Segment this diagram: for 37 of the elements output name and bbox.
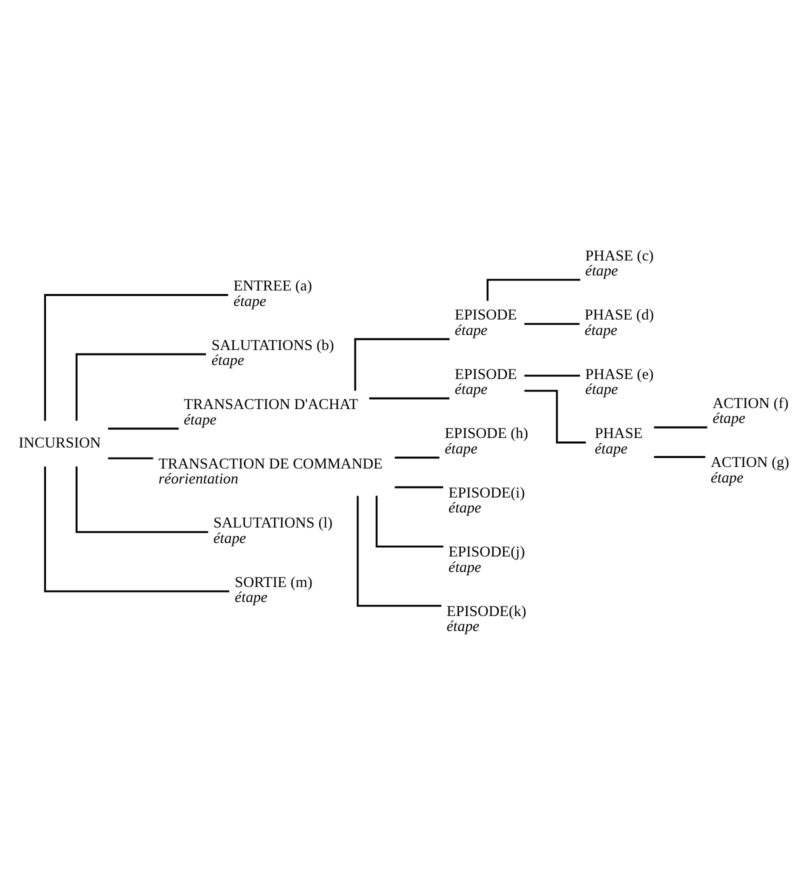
connector — [44, 294, 228, 421]
node-text: PHASE (e) étape — [585, 366, 654, 398]
connector — [356, 496, 442, 607]
node-text: ACTION (g) étape — [710, 455, 790, 486]
node-text: INCURSION — [18, 436, 101, 452]
connector — [654, 426, 708, 428]
connector — [524, 390, 586, 444]
node-text: EPISODE étape — [454, 308, 517, 339]
node-text: SORTIE (m) étape — [234, 574, 312, 606]
node-text: SALUTATIONS (l) étape — [213, 516, 333, 547]
node-text: TRANSACTION D'ACHAT étape — [184, 397, 358, 428]
node-text: PHASE (d) étape — [584, 308, 654, 339]
node-text: ACTION (f) étape — [712, 396, 789, 428]
node-text: TRANSACTION DE COMMANDE réorientation — [158, 456, 383, 488]
node-text: EPISODE étape — [454, 366, 517, 398]
connector — [394, 486, 444, 488]
node-text: PHASE étape — [594, 426, 643, 458]
node-text: EPISODE(i) étape — [448, 485, 525, 517]
connector — [394, 456, 440, 459]
connector — [524, 374, 580, 377]
node-text: EPISODE(k) étape — [446, 604, 526, 636]
connector — [354, 338, 450, 391]
connector — [654, 456, 706, 458]
connector — [108, 428, 179, 430]
node-text: EPISODE(j) étape — [448, 544, 525, 576]
node-text: ENTREE (a) étape — [234, 278, 312, 310]
node-text: PHASE (c) étape — [585, 248, 654, 280]
connector — [524, 323, 580, 325]
connector — [76, 353, 206, 421]
connector — [76, 466, 208, 533]
node-text: EPISODE (h) étape — [444, 426, 528, 458]
connector — [369, 397, 450, 400]
connector — [486, 278, 580, 301]
node-text: SALUTATIONS (b) étape — [211, 338, 334, 370]
connector — [376, 496, 444, 548]
connector — [44, 466, 230, 592]
connector — [108, 457, 154, 460]
